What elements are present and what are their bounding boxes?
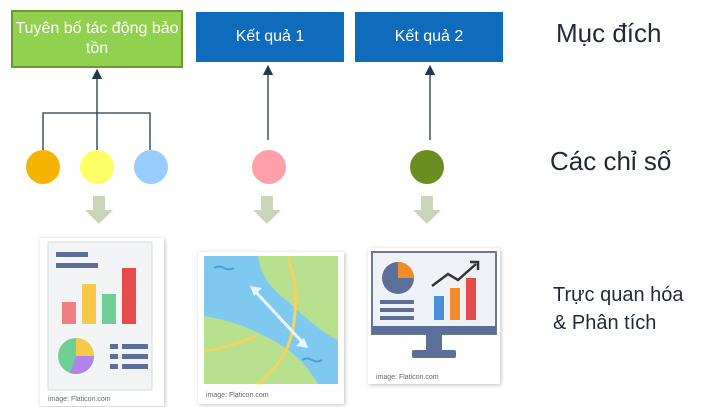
row-label-goal: Mục đích: [556, 18, 662, 48]
down-arrow-3: [413, 196, 441, 224]
result-label-2: Kết quả 2: [394, 28, 464, 45]
credit-3: image: Flaticon.com: [376, 374, 439, 381]
row-label-indicators: Các chỉ số: [550, 146, 672, 176]
indicator-green: [410, 150, 444, 184]
viz-card-monitor: image: Flaticon.com: [368, 248, 500, 384]
credit-2: image: Flaticon.com: [206, 392, 269, 399]
credit-1: image: Flaticon.com: [48, 396, 111, 403]
viz-card-map: image: Flaticon.com: [198, 252, 344, 404]
indicator-yellow: [80, 150, 114, 184]
indicator-pink: [252, 150, 286, 184]
result-box-2: Kết quả 2: [355, 12, 503, 62]
indicator-blue: [134, 150, 168, 184]
row-label-visualization-line1: Trực quan hóa: [553, 284, 684, 306]
map-icon: [203, 255, 338, 386]
row-label-visualization: Trực quan hóa & Phân tích: [553, 281, 684, 337]
row-label-visualization-line2: & Phân tích: [553, 312, 657, 334]
report-chart-icon: [47, 241, 153, 391]
indicator-orange: [26, 150, 60, 184]
goal-label: Tuyên bố tác động bảo tồn: [15, 20, 179, 57]
monitor-chart-icon: [371, 251, 497, 358]
down-arrow-1: [85, 196, 113, 224]
goal-box: Tuyên bố tác động bảo tồn: [11, 10, 183, 68]
result-box-1: Kết quả 1: [196, 12, 344, 62]
viz-card-report: image: Flaticon.com: [40, 238, 164, 406]
result-label-1: Kết quả 1: [235, 28, 305, 45]
down-arrow-2: [253, 196, 281, 224]
